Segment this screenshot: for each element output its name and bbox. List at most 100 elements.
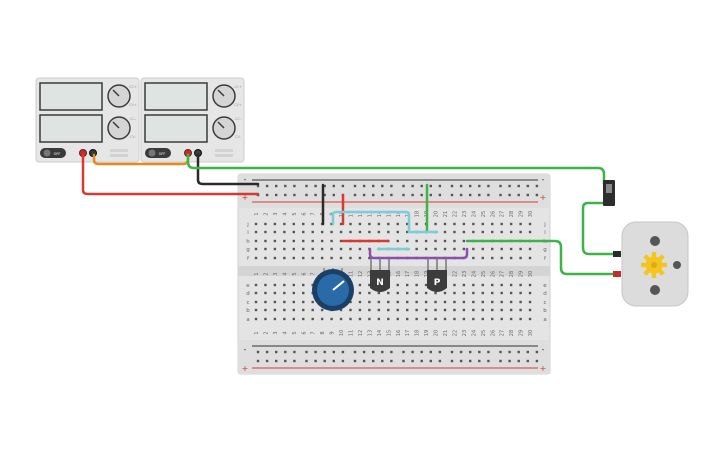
breadboard-hole[interactable] xyxy=(320,239,324,243)
rail-hole[interactable] xyxy=(517,193,520,197)
rail-hole[interactable] xyxy=(341,184,345,188)
breadboard-hole[interactable] xyxy=(396,317,399,321)
rail-hole[interactable] xyxy=(372,193,375,197)
breadboard-hole[interactable] xyxy=(377,300,381,304)
breadboard-hole[interactable] xyxy=(254,239,258,243)
breadboard-hole[interactable] xyxy=(264,239,267,243)
rail-hole[interactable] xyxy=(411,359,414,363)
breadboard-hole[interactable] xyxy=(349,230,352,234)
breadboard-hole[interactable] xyxy=(443,308,447,312)
rail-hole[interactable] xyxy=(526,184,529,188)
breadboard-hole[interactable] xyxy=(292,222,295,226)
breadboard-hole[interactable] xyxy=(349,247,352,251)
breadboard-hole[interactable] xyxy=(443,291,447,295)
rail-hole[interactable] xyxy=(256,184,260,188)
breadboard-hole[interactable] xyxy=(500,291,503,295)
breadboard-hole[interactable] xyxy=(273,308,277,312)
breadboard-hole[interactable] xyxy=(377,308,381,312)
breadboard-hole[interactable] xyxy=(396,291,399,295)
rail-hole[interactable] xyxy=(353,193,357,197)
breadboard-hole[interactable] xyxy=(500,222,503,226)
breadboard-hole[interactable] xyxy=(254,230,258,234)
breadboard-hole[interactable] xyxy=(509,291,513,295)
breadboard-hole[interactable] xyxy=(415,291,418,295)
breadboard-hole[interactable] xyxy=(453,239,456,243)
breadboard-hole[interactable] xyxy=(443,239,447,243)
breadboard-hole[interactable] xyxy=(472,230,475,234)
breadboard-hole[interactable] xyxy=(406,230,409,234)
breadboard-hole[interactable] xyxy=(254,283,258,287)
breadboard-hole[interactable] xyxy=(302,247,305,251)
breadboard-hole[interactable] xyxy=(387,300,390,304)
breadboard-hole[interactable] xyxy=(330,222,333,226)
rail-hole[interactable] xyxy=(459,359,463,363)
rail-hole[interactable] xyxy=(420,350,423,354)
breadboard-hole[interactable] xyxy=(264,256,267,260)
breadboard-hole[interactable] xyxy=(292,317,295,321)
rail-hole[interactable] xyxy=(508,184,511,188)
breadboard-hole[interactable] xyxy=(320,308,324,312)
rail-hole[interactable] xyxy=(381,359,384,363)
rail-hole[interactable] xyxy=(429,193,432,197)
wire-red-supply[interactable] xyxy=(81,153,260,196)
breadboard-hole[interactable] xyxy=(283,247,286,251)
breadboard-hole[interactable] xyxy=(491,291,494,295)
breadboard-hole[interactable] xyxy=(311,308,314,312)
breadboard-hole[interactable] xyxy=(311,247,314,251)
breadboard-hole[interactable] xyxy=(406,291,409,295)
breadboard-hole[interactable] xyxy=(500,247,503,251)
breadboard-hole[interactable] xyxy=(462,239,466,243)
rail-hole[interactable] xyxy=(508,350,511,354)
breadboard-hole[interactable] xyxy=(443,317,447,321)
breadboard-hole[interactable] xyxy=(283,239,286,243)
rail-hole[interactable] xyxy=(402,350,405,354)
rail-hole[interactable] xyxy=(323,193,326,197)
wire-green-supply[interactable] xyxy=(186,153,606,186)
rail-hole[interactable] xyxy=(305,193,308,197)
breadboard-hole[interactable] xyxy=(528,283,532,287)
breadboard-hole[interactable] xyxy=(283,283,286,287)
breadboard-hole[interactable] xyxy=(462,300,466,304)
breadboard-hole[interactable] xyxy=(528,256,532,260)
rail-hole[interactable] xyxy=(275,184,278,188)
breadboard-hole[interactable] xyxy=(462,222,466,226)
breadboard-hole[interactable] xyxy=(349,222,352,226)
breadboard-hole[interactable] xyxy=(462,283,466,287)
breadboard-hole[interactable] xyxy=(509,256,513,260)
breadboard-hole[interactable] xyxy=(264,300,267,304)
breadboard-hole[interactable] xyxy=(302,256,305,260)
breadboard-hole[interactable] xyxy=(509,317,513,321)
wire-green-switch-motor[interactable] xyxy=(581,201,619,256)
breadboard-hole[interactable] xyxy=(330,230,333,234)
breadboard-hole[interactable] xyxy=(358,291,362,295)
rail-hole[interactable] xyxy=(284,193,287,197)
breadboard-hole[interactable] xyxy=(424,247,428,251)
breadboard-hole[interactable] xyxy=(349,317,352,321)
breadboard-hole[interactable] xyxy=(519,247,522,251)
rail-hole[interactable] xyxy=(450,350,454,354)
breadboard-hole[interactable] xyxy=(443,222,447,226)
rail-hole[interactable] xyxy=(314,193,317,197)
dc-motor[interactable] xyxy=(613,221,689,307)
breadboard-hole[interactable] xyxy=(519,222,522,226)
breadboard-hole[interactable] xyxy=(292,239,295,243)
breadboard-hole[interactable] xyxy=(320,256,324,260)
rail-hole[interactable] xyxy=(265,350,269,354)
breadboard-hole[interactable] xyxy=(264,291,267,295)
breadboard-hole[interactable] xyxy=(424,291,428,295)
breadboard-hole[interactable] xyxy=(368,230,371,234)
breadboard-hole[interactable] xyxy=(491,317,494,321)
rail-hole[interactable] xyxy=(487,184,490,188)
breadboard-hole[interactable] xyxy=(311,317,314,321)
rail-hole[interactable] xyxy=(362,193,366,197)
breadboard-hole[interactable] xyxy=(264,308,267,312)
breadboard-hole[interactable] xyxy=(396,283,399,287)
breadboard-hole[interactable] xyxy=(424,317,428,321)
breadboard-hole[interactable] xyxy=(472,308,475,312)
rail-hole[interactable] xyxy=(265,184,269,188)
breadboard-hole[interactable] xyxy=(302,222,305,226)
breadboard-hole[interactable] xyxy=(283,317,286,321)
wire-black-supply[interactable] xyxy=(196,153,260,186)
rail-hole[interactable] xyxy=(487,359,490,363)
breadboard-hole[interactable] xyxy=(292,256,295,260)
